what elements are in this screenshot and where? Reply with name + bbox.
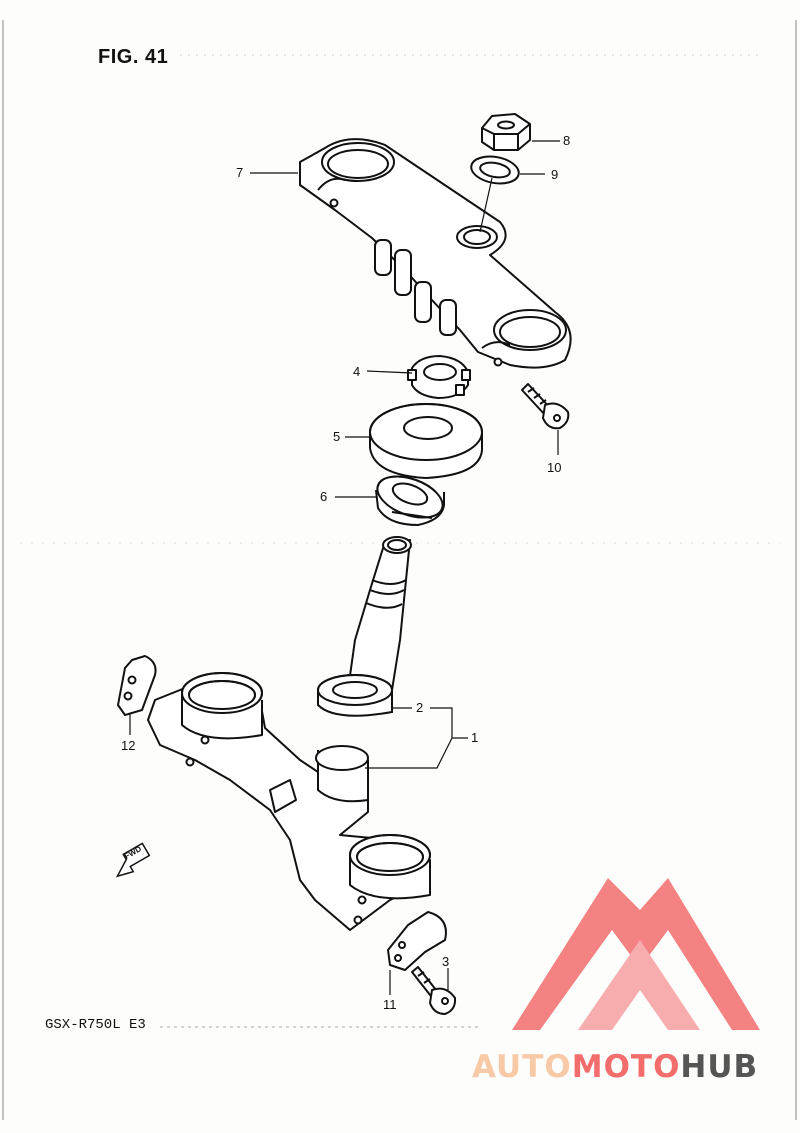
clamp-part-11 bbox=[387, 911, 447, 971]
washer-part-9 bbox=[470, 155, 520, 185]
callout-10: 10 bbox=[547, 460, 562, 475]
callout-7: 7 bbox=[236, 165, 244, 180]
callout-2: 2 bbox=[416, 700, 424, 715]
callout-3: 3 bbox=[442, 954, 450, 969]
lock-nut-part-4 bbox=[407, 355, 471, 399]
clamp-part-12 bbox=[117, 655, 157, 716]
watermark-part-hub: HUB bbox=[680, 1049, 759, 1085]
watermark-part-moto: MOTO bbox=[571, 1049, 681, 1085]
bolt-part-3 bbox=[411, 966, 457, 1015]
forward-arrow-icon bbox=[115, 842, 151, 878]
callout-6: 6 bbox=[320, 489, 328, 504]
dust-seal-part-5 bbox=[369, 403, 483, 480]
page-frame bbox=[2, 20, 797, 1120]
bearing-part-6 bbox=[375, 475, 445, 527]
watermark-logo bbox=[512, 878, 760, 1030]
callout-1: 1 bbox=[471, 730, 479, 745]
bolt-part-10 bbox=[521, 383, 570, 430]
watermark-text: AUTOMOTOHUB bbox=[472, 1052, 758, 1083]
leader-lines bbox=[129, 140, 560, 995]
nut-part-8 bbox=[481, 113, 531, 151]
lower-bracket-part-1 bbox=[147, 536, 431, 931]
upper-bracket-part-7 bbox=[299, 138, 572, 369]
callout-11: 11 bbox=[383, 997, 397, 1012]
figure-title: FIG. 41 bbox=[98, 46, 169, 68]
callout-4: 4 bbox=[353, 364, 361, 379]
callout-12: 12 bbox=[121, 738, 136, 753]
callout-5: 5 bbox=[333, 429, 341, 444]
model-code: GSX-R750L E3 bbox=[45, 1017, 146, 1033]
watermark-part-auto: AUTO bbox=[472, 1049, 572, 1085]
seal-part-2 bbox=[317, 674, 393, 717]
callout-9: 9 bbox=[551, 167, 559, 182]
callout-8: 8 bbox=[563, 133, 571, 148]
